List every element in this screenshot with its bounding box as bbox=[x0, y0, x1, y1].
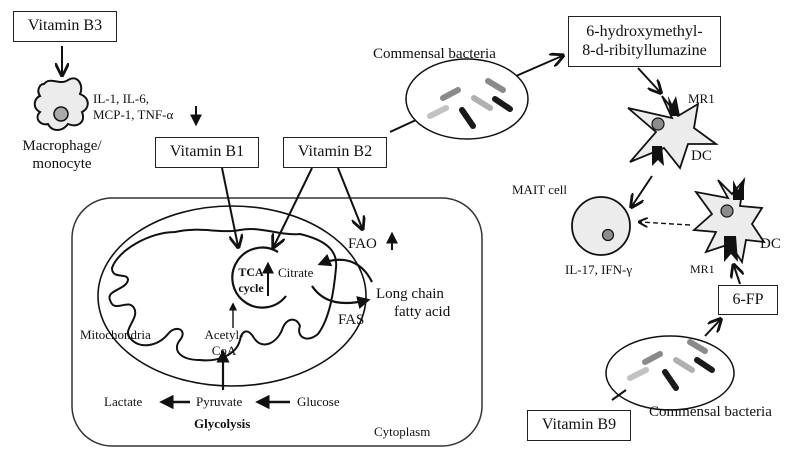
arrow-b1-tca bbox=[221, 167, 238, 246]
arrow-metabolite-mr1 bbox=[637, 67, 660, 92]
arrow-lcfa-citrate bbox=[317, 253, 373, 283]
macrophage-label-line1: Macrophage/ bbox=[22, 138, 102, 154]
arrow-bacteria-metabolite bbox=[515, 56, 562, 77]
cytoplasm-label: Cytoplasm bbox=[374, 424, 431, 439]
mait-nucleus bbox=[601, 228, 615, 242]
dc-bottom-nucleus bbox=[720, 204, 734, 218]
arrow-dc-mait bbox=[632, 175, 653, 206]
metabolite-line1: 6-hydroxymethyl- bbox=[586, 23, 703, 41]
lcfa-label-line2: fatty acid bbox=[394, 304, 451, 320]
dc-top-label: DC bbox=[691, 148, 712, 164]
link-b2-bacteria bbox=[389, 119, 417, 133]
bacteria-rods-bottom bbox=[627, 339, 715, 391]
vitamin-b3-box: Vitamin B3 bbox=[13, 11, 117, 42]
link-b9-bacteria bbox=[611, 389, 627, 401]
macrophage-cell bbox=[33, 77, 89, 131]
fao-label: FAO bbox=[348, 236, 377, 252]
dendritic-cell-top bbox=[627, 95, 719, 170]
lactate-label: Lactate bbox=[104, 394, 143, 409]
six-fp-box: 6-FP bbox=[718, 285, 778, 315]
acetyl-label-line2: CoA bbox=[211, 343, 237, 358]
macrophage-nucleus bbox=[53, 106, 69, 122]
tca-label-line2: cycle bbox=[238, 281, 264, 295]
mait-label: MAIT cell bbox=[512, 182, 567, 197]
arrow-b2-tca bbox=[274, 167, 313, 246]
bacteria-rods-top bbox=[427, 78, 513, 129]
glucose-label: Glucose bbox=[297, 394, 340, 409]
cytoplasm-boundary bbox=[71, 197, 483, 447]
mr1-receptor-bottom-top bbox=[733, 178, 744, 200]
arrow-citrate-lcfa bbox=[311, 285, 371, 309]
mait-cytokines-label: IL-17, IFN-γ bbox=[565, 262, 633, 277]
mr1-receptor-bottom bbox=[724, 236, 738, 262]
vitamin-b2-box: Vitamin B2 bbox=[283, 137, 387, 168]
bacteria-bottom-label: Commensal bacteria bbox=[649, 404, 772, 420]
mr1-bottom-label: MR1 bbox=[690, 262, 715, 276]
dc-bottom-label: DC bbox=[760, 236, 781, 252]
bacteria-colony-bottom bbox=[605, 335, 735, 411]
citrate-label: Citrate bbox=[278, 265, 314, 280]
acetyl-label-line1: Acetyl- bbox=[204, 327, 244, 342]
vitamin-b9-box: Vitamin B9 bbox=[527, 410, 631, 441]
metabolite-box: 6-hydroxymethyl- 8-d-ribityllumazine bbox=[568, 16, 721, 67]
arrow-bacteria-6fp bbox=[704, 320, 720, 337]
cytokines-line2: MCP-1, TNF-α bbox=[93, 107, 174, 122]
mait-cell bbox=[571, 196, 631, 256]
mr1-top-label: MR1 bbox=[688, 91, 715, 106]
tca-cycle-arc bbox=[231, 246, 287, 309]
vitamin-b1-box: Vitamin B1 bbox=[155, 137, 259, 168]
arrow-b2-fao bbox=[337, 167, 362, 228]
glycolysis-label: Glycolysis bbox=[194, 416, 251, 431]
arrow-dc-bottom-mait bbox=[640, 222, 691, 225]
lcfa-label-line1: Long chain bbox=[376, 286, 444, 302]
pyruvate-label: Pyruvate bbox=[196, 394, 243, 409]
mitochondria-outer-membrane bbox=[97, 205, 367, 387]
dc-top-nucleus bbox=[651, 117, 665, 131]
bacteria-colony-top bbox=[405, 58, 529, 140]
mr1-receptor-top bbox=[668, 96, 680, 116]
bacteria-top-label: Commensal bacteria bbox=[373, 46, 496, 62]
arrow-6fp-mr1 bbox=[734, 266, 740, 285]
mitochondria-label: Mitochondria bbox=[80, 327, 151, 342]
tca-label-line1: TCA bbox=[238, 265, 264, 279]
fas-label: FAS bbox=[338, 312, 365, 328]
macrophage-label-line2: monocyte bbox=[32, 156, 92, 172]
cytokines-line1: IL-1, IL-6, bbox=[93, 91, 149, 106]
mr1-receptor-top-bottom bbox=[652, 146, 664, 166]
metabolite-line2: 8-d-ribityllumazine bbox=[582, 41, 707, 59]
